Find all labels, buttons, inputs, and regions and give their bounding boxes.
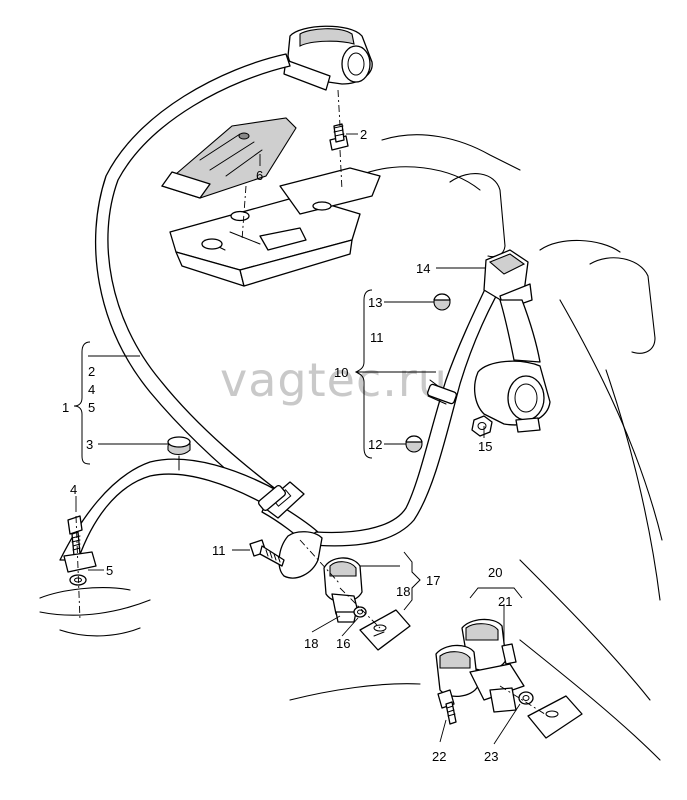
callout-23: 23 [484,749,498,764]
upper-retractor [283,25,373,91]
buckle-axis [299,539,341,585]
callout-2-group: 2 [88,364,95,379]
cover-cap-13 [433,293,451,311]
callout-21: 21 [498,594,512,609]
left-anchor-plate [63,551,97,586]
buckle-floor-axis [339,587,381,629]
left-anchor-axis [75,515,81,621]
callout-13: 13 [368,295,382,310]
double-buckle-bolt-22 [437,689,457,725]
double-buckle-part-21 [501,643,517,665]
callout-3: 3 [86,437,93,452]
callout-11: 11 [212,543,226,558]
callout-5-group: 5 [88,400,95,415]
seat-belt-buckle-17 [323,557,363,623]
callout-22: 22 [432,749,446,764]
callout-15: 15 [478,439,492,454]
double-buckle-washer-23 [518,691,534,705]
floor-mount-pad-right [527,695,583,739]
shelf-bracket-assembly [169,167,381,287]
cover-cap-12 [405,435,423,453]
callout-labels: 2 6 2 4 5 1 3 4 5 11 14 13 11 10 12 15 1… [62,127,512,764]
buckle-washer-16 [353,606,367,618]
callout-18-group: 18 [396,584,410,599]
seat-belt-guide-6 [160,117,297,199]
callout-12: 12 [368,437,382,452]
guide-6-axis [241,185,247,241]
callout-6: 6 [256,168,263,183]
left-anchor-bolt [67,515,83,557]
callout-4-group: 4 [88,382,95,397]
callout-14: 14 [416,261,430,276]
double-buckle-axis [499,685,549,717]
screw-2-axis [337,89,341,127]
callout-17: 17 [426,573,440,588]
buckle-bolt-11 [249,539,285,567]
callout-4: 4 [70,482,77,497]
floor-mount-pad-center [359,609,411,651]
callout-1: 1 [62,400,69,415]
double-buckle-20 [435,618,525,713]
brace-group-1 [73,341,91,465]
callout-5: 5 [106,563,113,578]
cover-cap-3 [167,436,191,456]
callout-20: 20 [488,565,502,580]
callout-11-group: 11 [370,330,384,345]
callout-2-screw: 2 [360,127,367,142]
screw-2-lower-axis [339,149,343,191]
brace-group-10 [354,289,373,459]
callout-10: 10 [334,365,348,380]
rear-seat-backrest-outline [39,134,663,761]
callout-16: 16 [336,636,350,651]
hex-nut-15 [471,415,493,437]
bracket-group-20 [469,587,523,599]
brace-group-17 [403,551,421,611]
leader-lines [75,133,521,745]
right-belt-webbing [257,265,511,579]
callout-18: 18 [304,636,318,651]
right-retractor [473,299,551,433]
screw-2 [329,123,349,151]
watermark-text: vagtec.ru [220,353,448,407]
